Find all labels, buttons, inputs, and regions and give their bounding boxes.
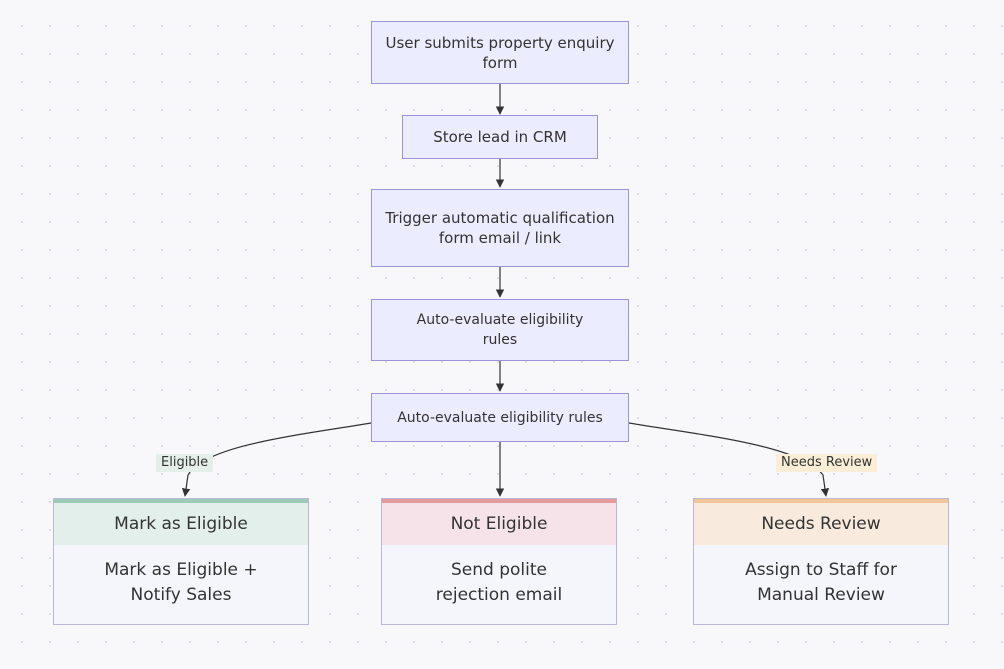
outcome-card-not-eligible: Not Eligible Send polite rejection email [381,498,617,625]
edge-label-needs-review: Needs Review [776,454,878,472]
node-evaluate-rules: Auto-evaluate eligibility rules [371,299,629,361]
node-submit-form-label: User submits property enquiry form [385,33,615,72]
node-decision-label: Auto-evaluate eligibility rules [397,409,603,426]
outcome-card-needs-review-text: Assign to Staff for Manual Review [745,560,897,605]
node-decision: Auto-evaluate eligibility rules [371,393,629,442]
outcome-card-not-eligible-text: Send polite rejection email [435,560,563,605]
node-store-lead-label: Store lead in CRM [433,128,567,146]
edge-label-eligible: Eligible [156,454,214,472]
node-store-lead: Store lead in CRM [402,115,598,159]
node-trigger-email-label: Trigger automatic qualification form ema… [385,209,615,247]
outcome-card-needs-review-body: Assign to Staff for Manual Review [694,545,948,621]
outcome-card-needs-review: Needs Review Assign to Staff for Manual … [693,498,949,625]
node-trigger-email: Trigger automatic qualification form ema… [371,189,629,267]
outcome-card-eligible: Mark as Eligible Mark as Eligible + Noti… [53,498,309,625]
outcome-card-eligible-title: Mark as Eligible [54,499,308,545]
outcome-card-not-eligible-body: Send polite rejection email [382,545,616,621]
outcome-card-eligible-body: Mark as Eligible + Notify Sales [54,545,308,621]
node-evaluate-rules-label: Auto-evaluate eligibility rules [416,312,584,348]
outcome-card-needs-review-title: Needs Review [694,499,948,545]
outcome-card-not-eligible-title: Not Eligible [382,499,616,545]
node-submit-form: User submits property enquiry form [371,21,629,84]
outcome-card-eligible-text: Mark as Eligible + Notify Sales [104,560,258,605]
